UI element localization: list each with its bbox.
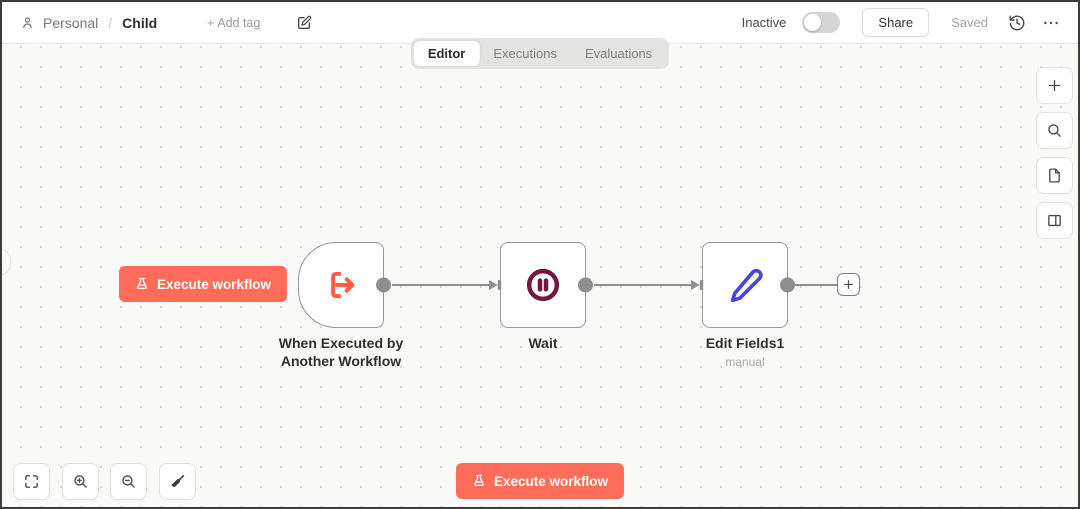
tab-executions[interactable]: Executions [493,46,557,61]
execute-workflow-button-footer[interactable]: Execute workflow [455,463,625,499]
tab-editor[interactable]: Editor [413,41,480,66]
workflow-input-icon [331,271,355,299]
add-tag-button[interactable]: + Add tag [207,15,261,30]
user-icon [20,15,35,30]
activation-status-label: Inactive [741,15,787,30]
connection-line[interactable] [795,283,838,286]
output-handle[interactable] [376,277,391,293]
plus-icon [1048,79,1061,92]
output-handle[interactable] [578,277,593,293]
file-icon [1049,168,1060,183]
node-label: Edit Fields1 manual [655,334,835,369]
input-handle[interactable] [489,278,502,293]
flask-icon [474,474,484,486]
zoom-in-icon [74,475,87,488]
breadcrumb-separator: / [108,14,113,31]
connection-line[interactable] [392,283,491,286]
workflow-history-icon[interactable] [1008,14,1026,32]
pencil-icon [730,268,763,303]
add-connected-node-button[interactable] [837,273,860,296]
node-edit-fields1[interactable] [691,242,795,328]
search-button[interactable] [1036,112,1073,149]
sticky-note-button[interactable] [1036,157,1073,194]
toggle-knob [804,14,822,31]
activation-toggle[interactable] [802,12,841,33]
node-wait[interactable] [489,242,593,328]
tidy-up-button[interactable] [159,463,196,500]
header-actions: Inactive Share Saved [742,8,1060,37]
breadcrumb: Personal / Child + Add tag [20,15,312,31]
workflow-name[interactable]: Child [122,14,158,31]
node-when-executed-by-another-workflow[interactable] [298,242,391,328]
node-label: Wait [528,335,558,351]
panel-right-icon [1048,214,1061,227]
rename-workflow-icon[interactable] [296,15,312,31]
connection-line[interactable] [594,283,693,286]
flask-icon [137,277,147,289]
collapsed-panel-handle[interactable] [2,249,11,275]
plus-icon [844,280,853,289]
maximize-icon [25,475,38,488]
zoom-out-icon [122,475,135,488]
node-label: When Executed by Another Workflow [278,335,404,370]
workflow-canvas[interactable]: Execute workflow [2,44,1078,507]
open-nodes-panel-button[interactable] [1036,67,1073,104]
more-options-icon[interactable] [1042,14,1060,32]
pause-circle-icon [526,268,560,302]
tab-evaluations[interactable]: Evaluations [584,46,653,61]
output-handle[interactable] [780,277,795,293]
view-tabs: Editor Executions Evaluations [410,38,670,69]
zoom-to-fit-button[interactable] [13,463,50,500]
save-status: Saved [951,15,988,30]
top-bar: Personal / Child + Add tag Inactive Shar… [2,2,1078,44]
toggle-panel-button[interactable] [1036,202,1073,239]
zoom-out-button[interactable] [110,463,147,500]
node-subtitle: manual [725,355,765,370]
execute-workflow-button[interactable]: Execute workflow [119,266,288,302]
input-handle[interactable] [691,278,704,293]
zoom-in-button[interactable] [62,463,99,500]
broom-icon [171,474,185,487]
share-button[interactable]: Share [862,8,930,37]
breadcrumb-project[interactable]: Personal [43,14,99,31]
search-icon [1048,124,1061,137]
